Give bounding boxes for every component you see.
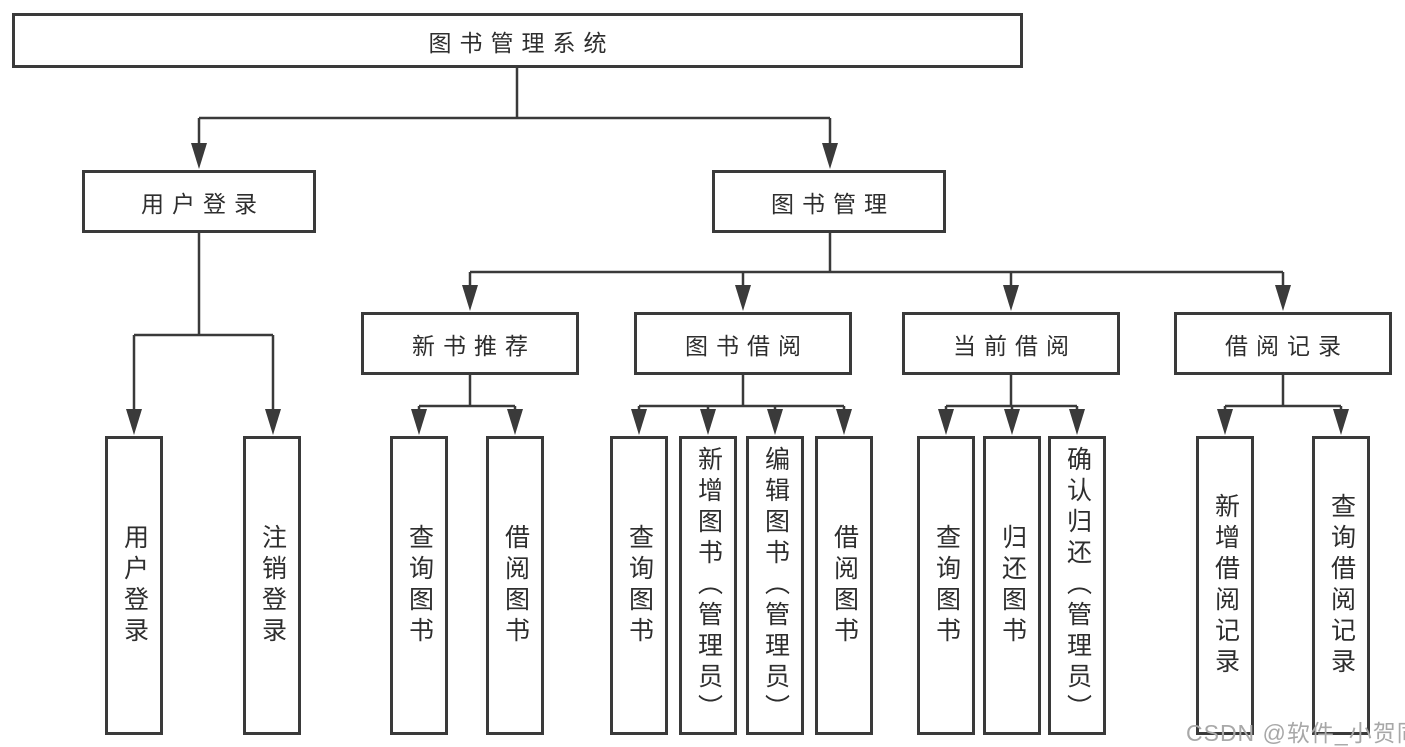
leaf-logout: 注销登录 [243, 436, 301, 735]
node-book-borrow-label: 图书借阅 [685, 332, 809, 359]
node-book-management-label: 图书管理 [771, 190, 895, 217]
leaf-add-book-admin-label: 新增图书（管理员） [694, 446, 723, 725]
leaf-borrow-books-recommend-label: 借阅图书 [501, 523, 530, 648]
node-root-label: 图书管理系统 [428, 29, 615, 56]
leaf-query-books-borrow: 查询图书 [610, 436, 668, 735]
leaf-borrow-books-recommend: 借阅图书 [486, 436, 544, 735]
csdn-watermark: CSDN @软件_小贺同学 [1186, 720, 1405, 746]
leaf-borrow-books-label: 借阅图书 [830, 523, 859, 648]
leaf-confirm-return-admin: 确认归还（管理员） [1048, 436, 1106, 735]
arrowheads [126, 143, 1349, 435]
node-book-management: 图书管理 [712, 170, 946, 233]
leaf-return-books: 归还图书 [983, 436, 1041, 735]
leaf-add-book-admin: 新增图书（管理员） [679, 436, 737, 735]
node-user-login: 用户登录 [82, 170, 316, 233]
leaf-return-books-label: 归还图书 [998, 523, 1027, 648]
leaf-logout-label: 注销登录 [258, 523, 287, 648]
node-current-borrow: 当前借阅 [902, 312, 1120, 375]
leaf-user-login-label: 用户登录 [120, 523, 149, 648]
node-book-borrow: 图书借阅 [634, 312, 852, 375]
node-new-book-recommend: 新书推荐 [361, 312, 579, 375]
node-borrow-records-label: 借阅记录 [1225, 332, 1349, 359]
node-new-book-recommend-label: 新书推荐 [412, 332, 536, 359]
leaf-query-borrow-record: 查询借阅记录 [1312, 436, 1370, 735]
leaf-user-login: 用户登录 [105, 436, 163, 735]
leaf-query-books-current-label: 查询图书 [932, 523, 961, 648]
leaf-borrow-books: 借阅图书 [815, 436, 873, 735]
leaf-add-borrow-record: 新增借阅记录 [1196, 436, 1254, 735]
leaf-edit-book-admin-label: 编辑图书（管理员） [761, 446, 790, 725]
leaf-confirm-return-admin-label: 确认归还（管理员） [1063, 446, 1092, 725]
leaf-query-books-recommend-label: 查询图书 [405, 523, 434, 648]
leaf-query-books-current: 查询图书 [917, 436, 975, 735]
node-borrow-records: 借阅记录 [1174, 312, 1392, 375]
leaf-query-borrow-record-label: 查询借阅记录 [1327, 492, 1356, 679]
leaf-query-books-recommend: 查询图书 [390, 436, 448, 735]
leaf-query-books-borrow-label: 查询图书 [625, 523, 654, 648]
node-current-borrow-label: 当前借阅 [953, 332, 1077, 359]
leaf-add-borrow-record-label: 新增借阅记录 [1211, 492, 1240, 679]
node-root: 图书管理系统 [12, 13, 1023, 68]
node-user-login-label: 用户登录 [141, 190, 265, 217]
leaf-edit-book-admin: 编辑图书（管理员） [746, 436, 804, 735]
